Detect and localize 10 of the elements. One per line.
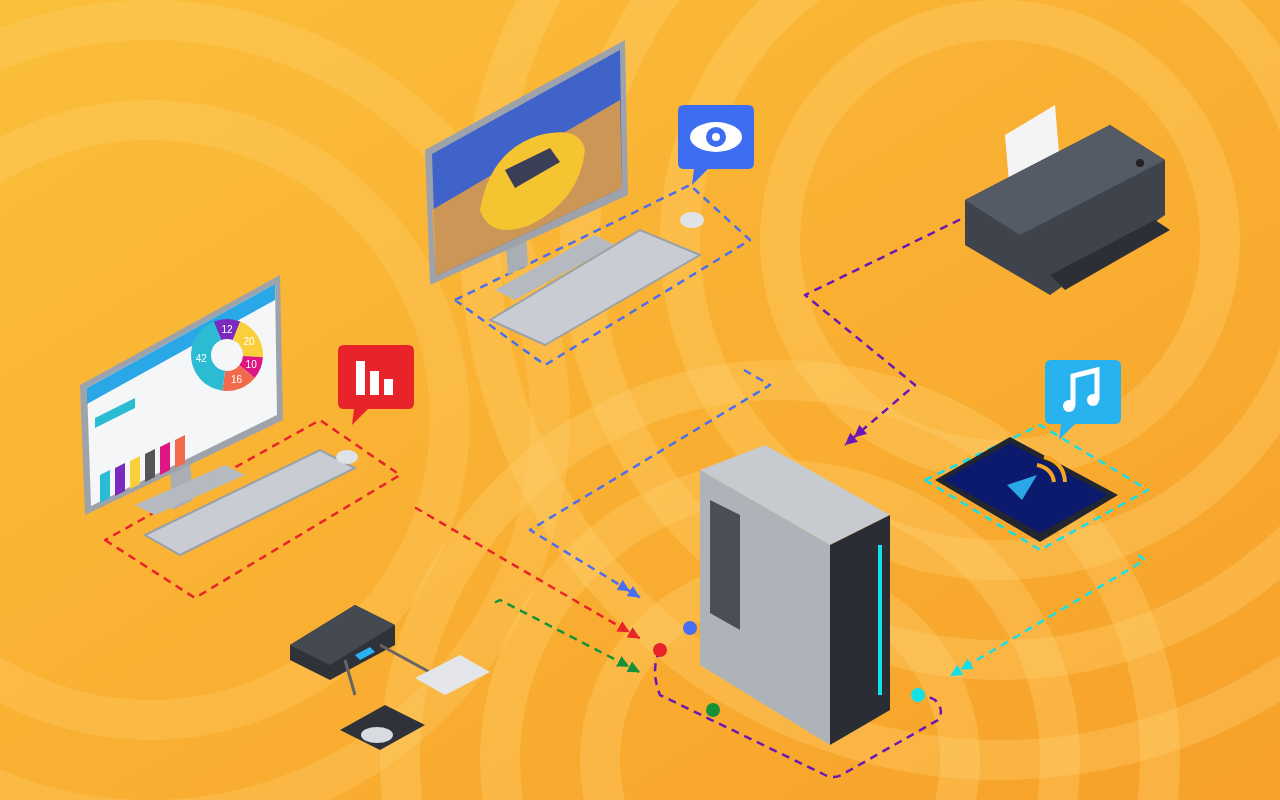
slice-value-label: 42: [195, 352, 207, 364]
dashed-connector: [528, 368, 772, 599]
slice-value-label: 12: [221, 323, 233, 335]
slice-value-label: 10: [245, 359, 257, 371]
slice-value-label: 20: [243, 335, 255, 347]
dashed-connector: [494, 598, 641, 674]
dashed-connector: [414, 506, 641, 640]
dashed-connector: [803, 218, 961, 446]
slice-value-label: 16: [231, 373, 243, 385]
dashed-connector: [949, 554, 1147, 678]
